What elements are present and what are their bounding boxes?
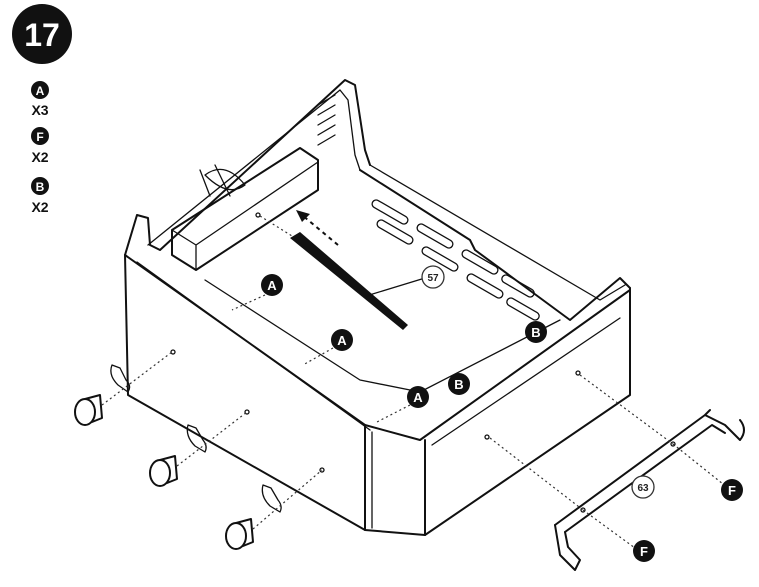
svg-text:63: 63 bbox=[637, 483, 649, 494]
legend-item-b: B X2 bbox=[31, 177, 49, 215]
legend-item-f: F X2 bbox=[31, 127, 49, 165]
legend-letter: F bbox=[36, 130, 43, 144]
svg-text:F: F bbox=[640, 544, 648, 559]
knob-assembly-2 bbox=[149, 411, 248, 487]
probe-part-57 bbox=[259, 210, 426, 330]
svg-text:F: F bbox=[728, 483, 736, 498]
legend-item-a: A X3 bbox=[31, 81, 49, 118]
label-a-1: A bbox=[231, 274, 283, 311]
parts-legend: A X3 F X2 B X2 bbox=[31, 81, 49, 215]
callout-57: 57 bbox=[421, 265, 445, 289]
label-b-1: B bbox=[448, 373, 470, 395]
legend-qty: X2 bbox=[31, 149, 48, 165]
svg-text:A: A bbox=[337, 333, 347, 348]
svg-text:B: B bbox=[454, 377, 463, 392]
callout-63: 63 bbox=[631, 475, 655, 499]
label-f-1: F bbox=[721, 479, 743, 501]
knob-assembly-3 bbox=[225, 469, 323, 550]
svg-text:57: 57 bbox=[427, 273, 439, 284]
svg-text:B: B bbox=[531, 325, 540, 340]
step-number: 17 bbox=[24, 17, 60, 53]
legend-qty: X2 bbox=[31, 199, 48, 215]
label-f-2: F bbox=[633, 540, 655, 562]
step-number-badge: 17 bbox=[12, 4, 72, 64]
legend-letter: A bbox=[36, 84, 45, 98]
svg-text:A: A bbox=[267, 278, 277, 293]
floor-slots bbox=[371, 199, 540, 321]
legend-letter: B bbox=[36, 180, 45, 194]
knob-assembly-1 bbox=[74, 351, 173, 426]
burner-box bbox=[171, 147, 319, 271]
legend-qty: X3 bbox=[31, 102, 48, 118]
svg-text:A: A bbox=[413, 390, 423, 405]
label-a-3: A bbox=[374, 386, 429, 424]
hook-bracket-part-63 bbox=[489, 374, 745, 571]
label-b-2: B bbox=[525, 321, 547, 343]
grill-base bbox=[124, 79, 631, 536]
label-a-2: A bbox=[302, 329, 353, 366]
